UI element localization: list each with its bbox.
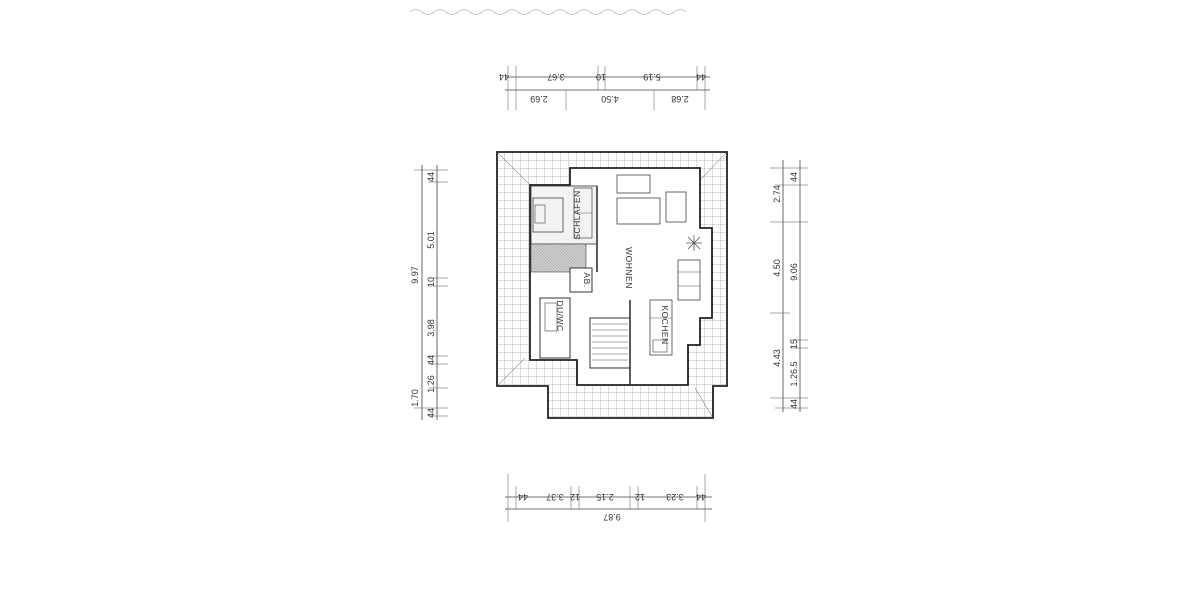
- bottom-dim-total-9-87: 9.87: [603, 512, 621, 522]
- left-dim-total-9-97: 9.97: [410, 266, 420, 284]
- room-label-abst: AB.: [582, 272, 592, 287]
- room-label-schlafen: SCHLAFEN: [572, 190, 582, 239]
- dining-table: [677, 259, 701, 301]
- left-dim-1-26: 1.26: [426, 375, 436, 393]
- stair-treads: [592, 323, 628, 361]
- top-dim-10: 10: [596, 72, 606, 82]
- stairwell: [589, 317, 631, 369]
- top-dim-4-50: 4.50: [601, 94, 619, 104]
- bottom-dim-12-a: 12: [570, 492, 580, 502]
- room-label-kochen: KOCHEN: [660, 305, 670, 344]
- left-dim-44-top: 44: [426, 172, 436, 182]
- bottom-dim-3-23: 3.23: [666, 492, 684, 502]
- top-dimension-chain: 44 3.67 10 5.19 44 2.69 4.50 2.68: [499, 66, 710, 110]
- top-dim-5-19: 5.19: [643, 72, 661, 82]
- left-dim-3-98: 3.98: [426, 319, 436, 337]
- kitchen-counter: [649, 299, 673, 356]
- right-dim-15: 15: [789, 339, 799, 349]
- bottom-dim-2-15: 2.15: [596, 492, 614, 502]
- right-dim-44-bottom: 44: [789, 399, 799, 409]
- bottom-dim-3-37: 3.37: [546, 492, 564, 502]
- top-dim-2-69: 2.69: [530, 94, 548, 104]
- bottom-dimension-chain: 44 3.37 12 2.15 12 3.23 44 9.87: [505, 474, 712, 522]
- right-dim-4-43: 4.43: [772, 349, 782, 367]
- left-dim-5-01: 5.01: [426, 231, 436, 249]
- armchair: [665, 191, 687, 223]
- bathtub: [544, 302, 558, 332]
- top-dim-3-67: 3.67: [547, 72, 565, 82]
- room-label-dusche-wc: DU/WC: [555, 300, 565, 331]
- bottom-dim-44-left: 44: [518, 492, 528, 502]
- right-dim-4-50: 4.50: [772, 259, 782, 277]
- pillow: [534, 204, 546, 224]
- left-dim-10: 10: [426, 277, 436, 287]
- floor-plan: SCHLAFEN WOHNEN KOCHEN AB. DU/WC: [496, 151, 728, 419]
- bedroom-area: [530, 185, 598, 245]
- right-dim-total-9-06: 9.06: [789, 263, 799, 281]
- right-dim-44-top: 44: [789, 172, 799, 182]
- room-label-wohnen: WOHNEN: [624, 247, 634, 289]
- left-dim-1-70: 1.70: [410, 389, 420, 407]
- bed: [532, 197, 564, 233]
- bottom-dim-44-right: 44: [696, 492, 706, 502]
- right-dim-1-26-5: 1.26.5: [789, 361, 799, 386]
- top-dim-44-right: 44: [696, 72, 706, 82]
- coffee-table: [616, 197, 661, 225]
- bottom-dim-12-b: 12: [635, 492, 645, 502]
- top-dim-44-left: 44: [499, 72, 509, 82]
- right-dim-2-74: 2.74: [772, 185, 782, 203]
- left-dim-44-bottom: 44: [426, 408, 436, 418]
- sofa: [616, 174, 651, 194]
- bedroom-dark-zone: [530, 243, 587, 273]
- scan-artifact-top: [409, 9, 687, 15]
- ceiling-light-icon: [686, 235, 702, 251]
- top-dim-2-68: 2.68: [671, 94, 689, 104]
- storage-room: [569, 267, 593, 293]
- kitchen-stove: [652, 339, 668, 353]
- right-dimension-chain: 44 2.74 4.50 4.43 15 1.26.5 44 9.06: [770, 160, 808, 412]
- left-dim-44-mid: 44: [426, 355, 436, 365]
- left-dimension-chain: 9.97 44 5.01 10 3.98 44 1.26 1.70 44: [410, 165, 448, 420]
